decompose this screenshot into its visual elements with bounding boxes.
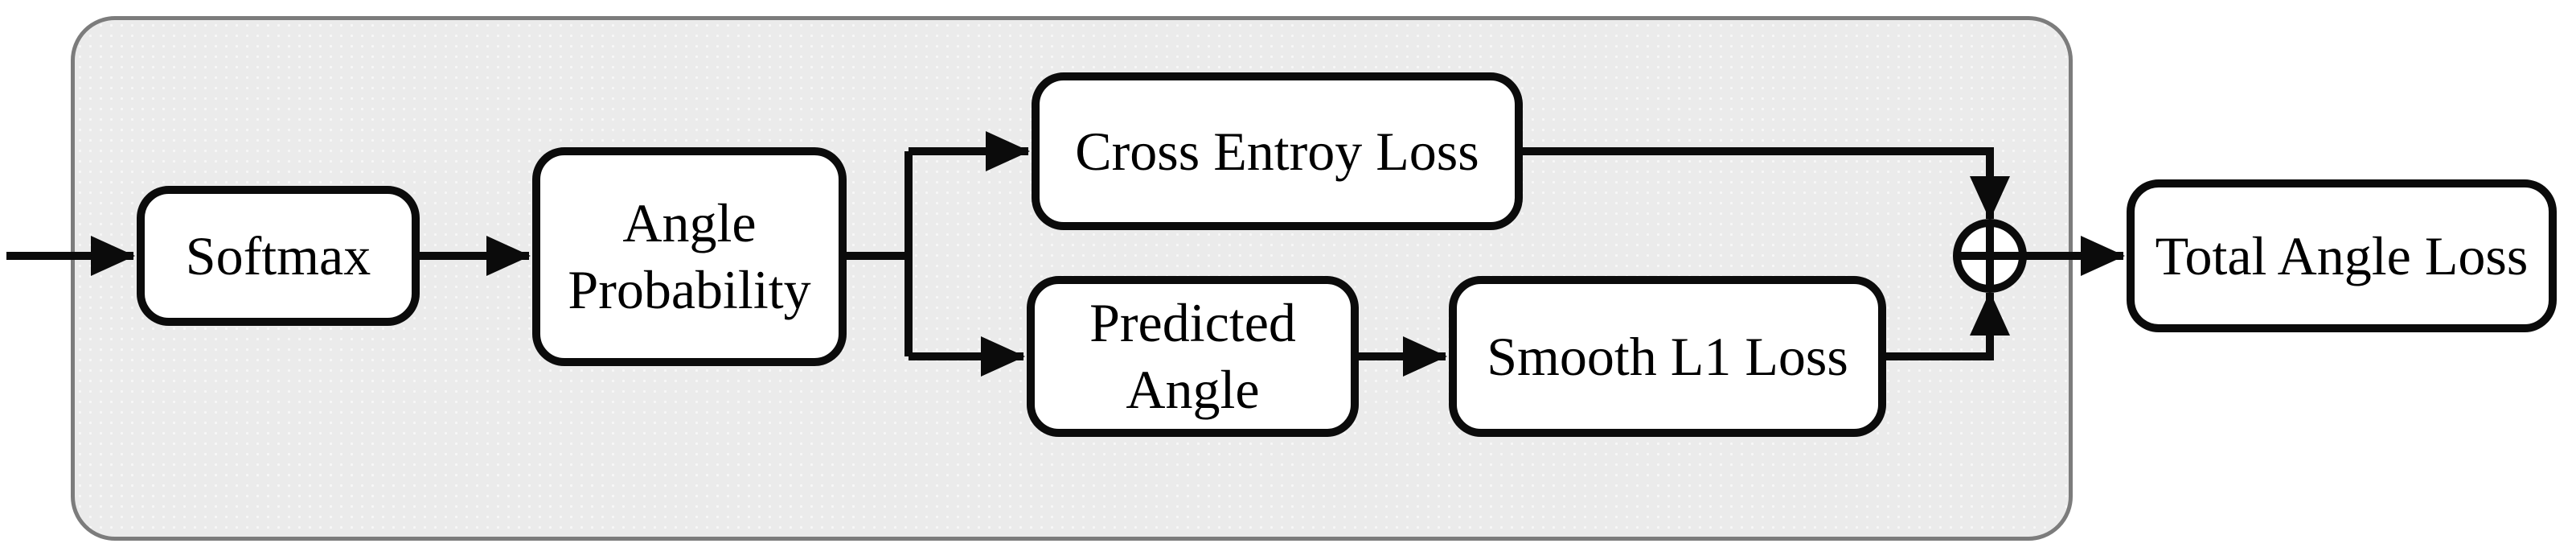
node-predicted-angle: Predicted Angle: [1027, 276, 1359, 437]
edge-cross-entroy-to-sum: [1523, 147, 2010, 220]
node-angle-probability: Angle Probability: [532, 147, 847, 366]
node-smooth-l1-loss: Smooth L1 Loss: [1449, 276, 1886, 437]
node-angle-probability-label: Angle Probability: [568, 192, 811, 320]
node-total-angle-loss-label: Total Angle Loss: [2155, 224, 2529, 286]
node-softmax: Softmax: [137, 186, 420, 326]
node-cross-entroy-loss-label: Cross Entroy Loss: [1075, 120, 1479, 182]
node-total-angle-loss: Total Angle Loss: [2127, 179, 2557, 332]
node-smooth-l1-loss-label: Smooth L1 Loss: [1487, 325, 1848, 387]
edge-smooth-l1-to-sum: [1886, 291, 2010, 360]
circle-plus-sum-icon: [1953, 219, 2027, 293]
node-predicted-angle-label: Predicted Angle: [1089, 292, 1296, 420]
node-cross-entroy-loss: Cross Entroy Loss: [1032, 72, 1523, 230]
node-softmax-label: Softmax: [185, 224, 371, 286]
